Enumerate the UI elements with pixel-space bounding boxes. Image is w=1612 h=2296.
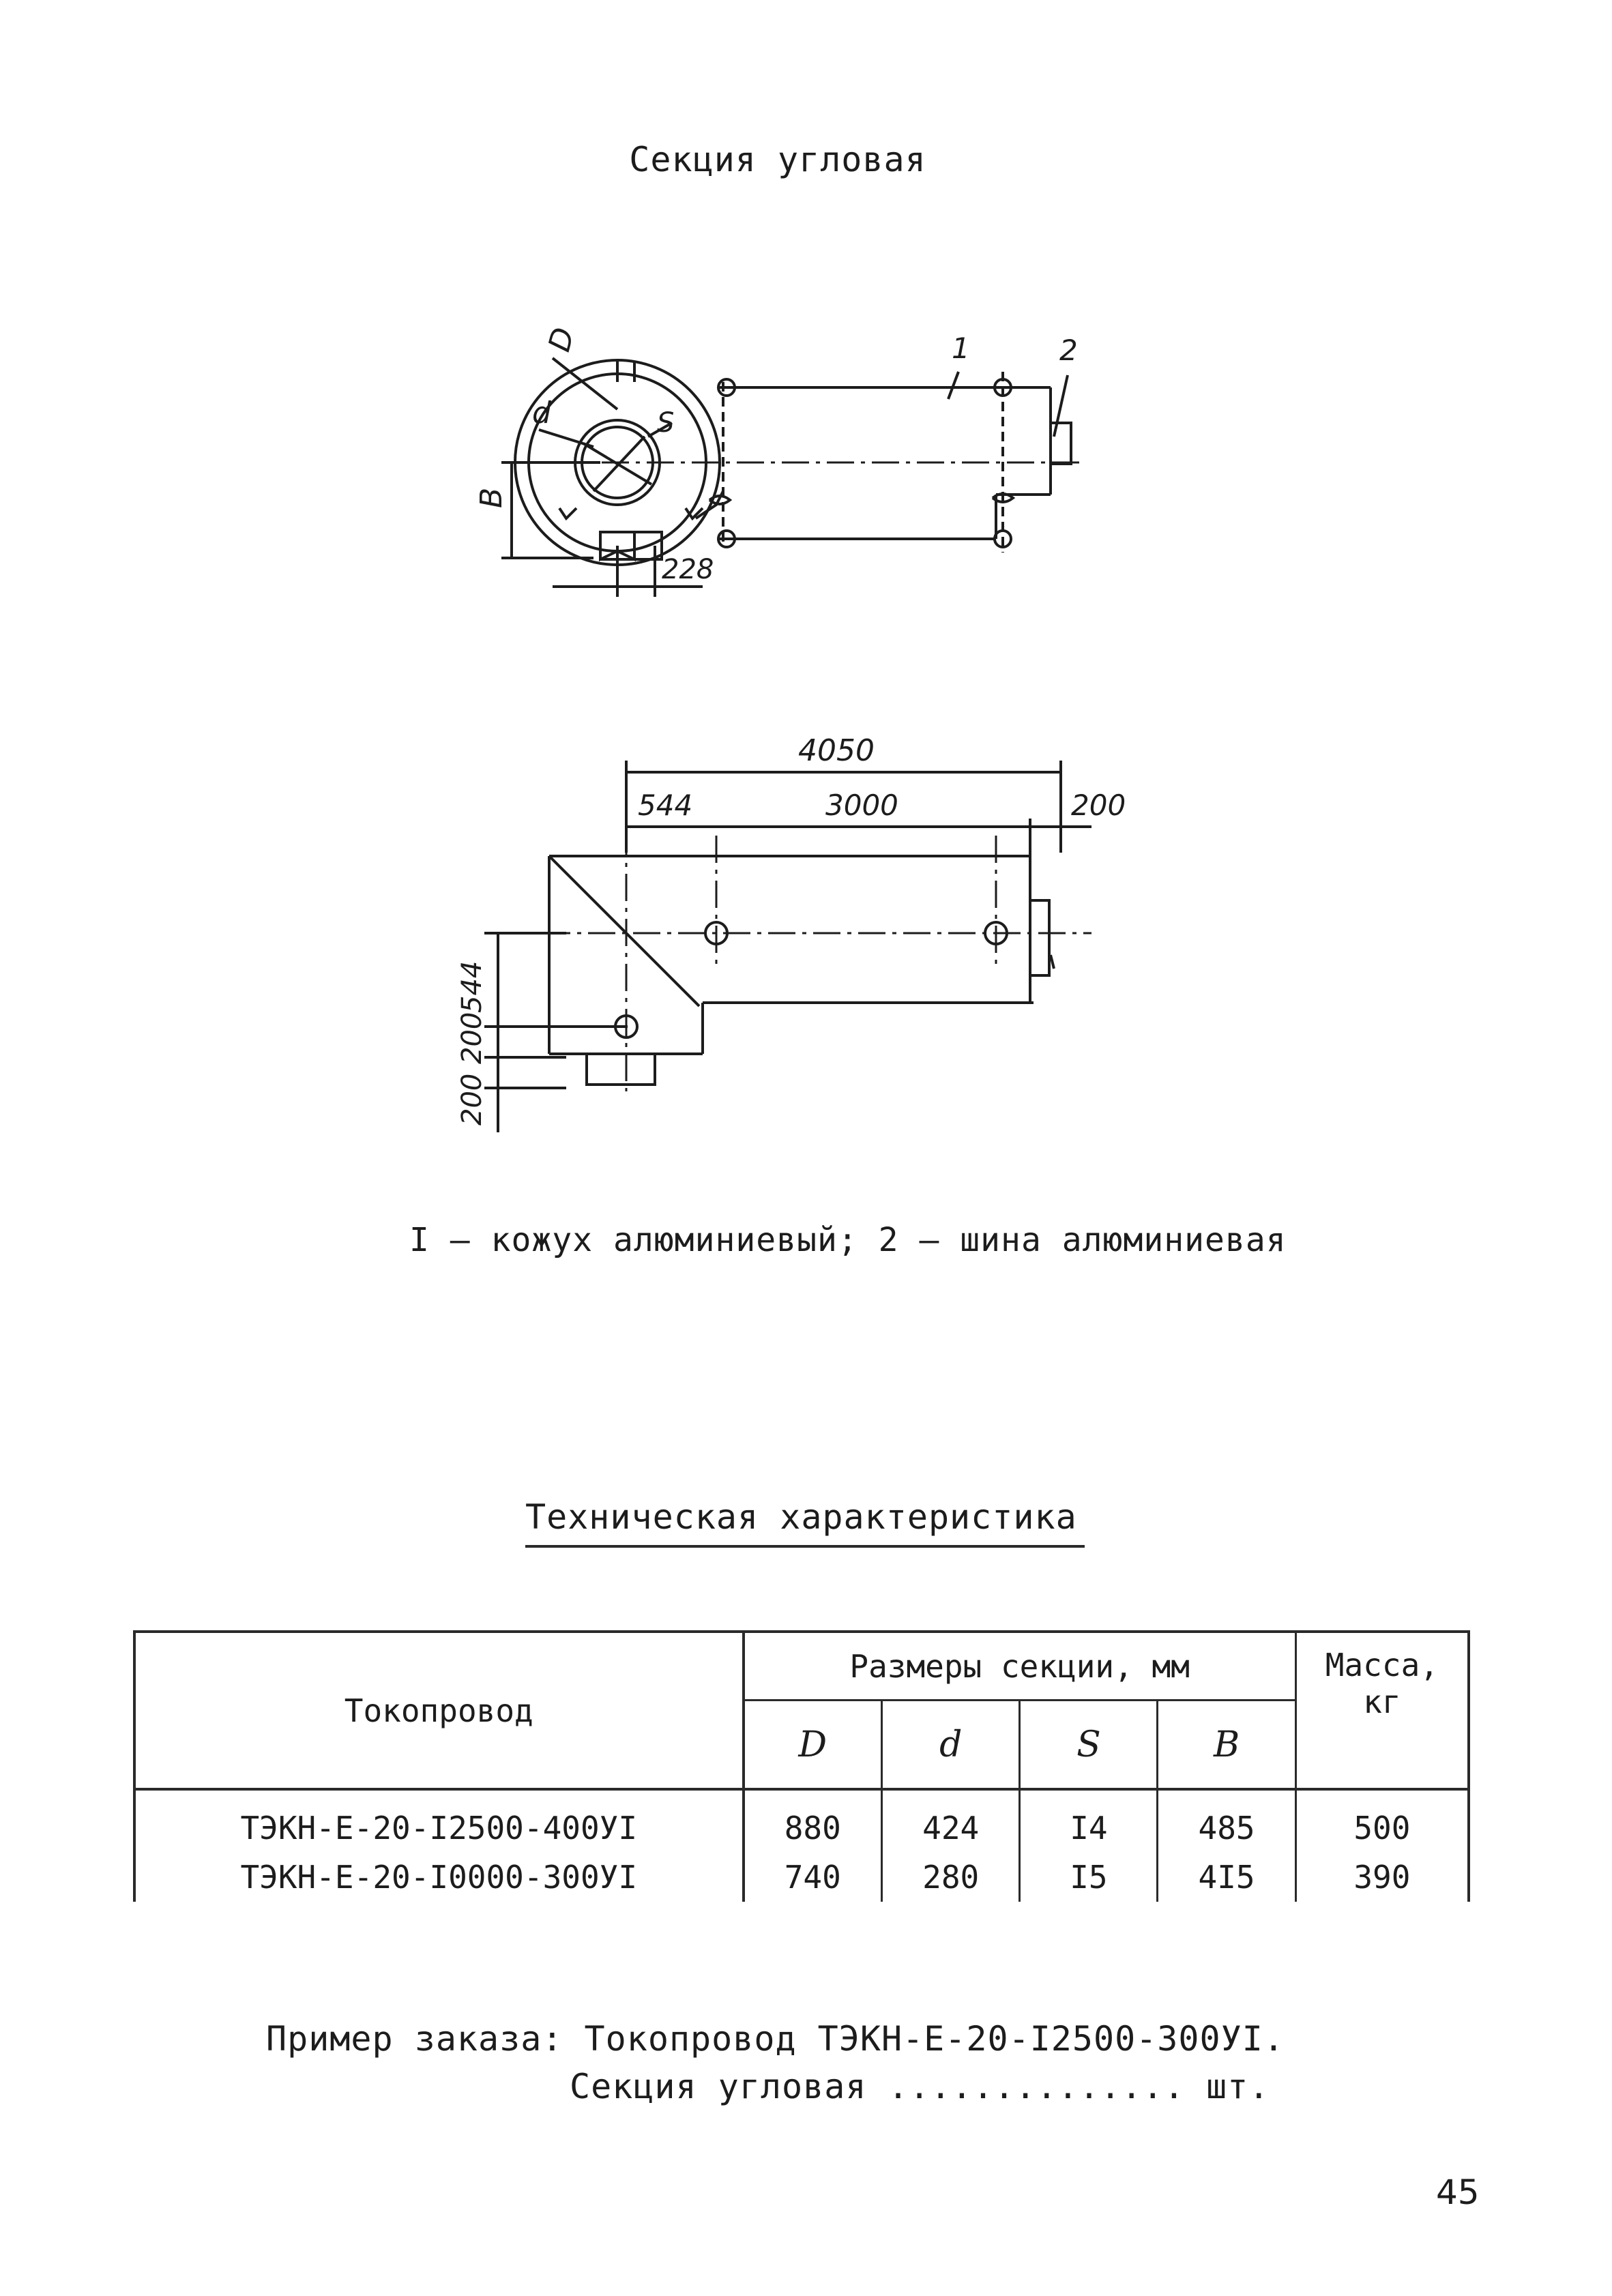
spec-heading: Техническая характеристика	[525, 1497, 1077, 1537]
header-S: S	[1019, 1699, 1159, 1789]
order-example-line2: Секция угловая .............. шт.	[570, 2067, 1270, 2106]
header-mass: Масса, кг	[1295, 1630, 1470, 1789]
header-sizes: Размеры секции, мм	[743, 1630, 1297, 1701]
header-d: d	[881, 1699, 1021, 1789]
dim-228: 228	[662, 554, 714, 585]
dim-544-top: 544	[638, 789, 692, 822]
header-D: D	[743, 1699, 883, 1789]
dim-200-b: 200	[456, 1074, 488, 1125]
cell-name: ТЭКН-Е-20-I0000-300УI	[133, 1853, 745, 1902]
dim-4050: 4050	[798, 733, 875, 768]
cell-mass: 390	[1295, 1853, 1470, 1902]
header-tokoprovod: Токопровод	[133, 1630, 745, 1789]
dim-544-side: 544	[456, 961, 488, 1013]
figure1-side-view	[501, 357, 1085, 597]
spec-heading-underline	[525, 1545, 1085, 1548]
cell-name: ТЭКН-Е-20-I2500-400УI	[133, 1788, 745, 1853]
order-example-line1: Пример заказа: Токопровод ТЭКН-Е-20-I250…	[266, 2019, 1285, 2059]
table-row: ТЭКН-Е-20-I2500-400УI 880 424 I4 485 500	[133, 1788, 1470, 1853]
callout-2: 2	[1059, 334, 1078, 367]
cell-S: I5	[1019, 1853, 1159, 1902]
cell-D: 880	[743, 1788, 883, 1853]
table-row: ТЭКН-Е-20-I0000-300УI 740 280 I5 4I5 390	[133, 1853, 1470, 1902]
label-D: D	[542, 324, 581, 355]
cell-d: 280	[881, 1853, 1021, 1902]
dim-200-right: 200	[1071, 789, 1126, 822]
cell-d: 424	[881, 1788, 1021, 1853]
figure-legend: I – кожух алюминиевый; 2 – шина алюминие…	[409, 1221, 1287, 1259]
page-title: Секция угловая	[629, 140, 926, 179]
dim-3000: 3000	[825, 789, 898, 822]
figure2-plan-view	[484, 761, 1091, 1132]
spec-table: Токопровод Размеры секции, мм Масса, кг …	[133, 1630, 1470, 1902]
label-S: S	[657, 407, 674, 439]
cell-B: 485	[1157, 1788, 1297, 1853]
label-B: B	[474, 488, 509, 508]
cell-B: 4I5	[1157, 1853, 1297, 1902]
dim-200-a: 200	[456, 1012, 488, 1064]
callout-1: 1	[952, 332, 970, 365]
cell-mass: 500	[1295, 1788, 1470, 1853]
cell-D: 740	[743, 1853, 883, 1902]
header-B: B	[1157, 1699, 1297, 1789]
label-d: d	[532, 396, 552, 430]
page-number: 45	[1436, 2173, 1480, 2212]
cell-S: I4	[1019, 1788, 1159, 1853]
